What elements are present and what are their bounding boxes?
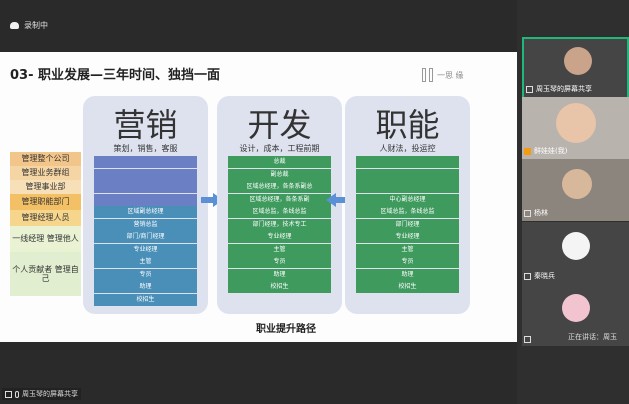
brand-logo: 一思 缘 [422,68,464,82]
career-level-row: 校招生 [228,281,331,293]
career-level-row: 校招生 [94,293,197,306]
column-subtitle: 策划，销售，客服 [113,144,178,153]
screen-icon [5,390,12,398]
top-bar: 录制中 [0,0,517,52]
participant-tile[interactable]: 秦晓兵 [522,222,629,284]
career-level-row: 区域总监，条线总监 [228,206,331,218]
career-level-row [356,156,459,168]
career-level-row: 专员 [228,256,331,268]
mic-icon [15,390,19,398]
career-level-row: 区域总经理，各条系副 [228,193,331,206]
career-level-row: 校招生 [356,281,459,293]
participant-name: 杨林 [524,208,548,218]
avatar [564,47,592,75]
career-level-row: 部门/商门经理 [94,231,197,243]
career-level-row [94,156,197,168]
career-level-row: 助理 [94,281,197,293]
cloud-icon [10,22,19,29]
career-level-row: 专员 [356,256,459,268]
legend-item: 个人贡献者 管理自己 [10,252,81,296]
column-heading: 职能 [375,106,440,144]
shared-slide: 03- 职业发展—三年时间、独挡一面 一思 缘 管理整个公司 管理业务群组 管理… [0,52,517,342]
column-functions: 职能 人财法，投运控 中心副总经理区域总监，条线总监部门经理专业经理主管专员助理… [345,96,470,314]
participant-name [524,336,534,343]
career-level-row: 专业经理 [356,231,459,243]
mic-off-icon [524,336,531,343]
participant-tile[interactable]: 杨林 [522,159,629,221]
avatar [562,232,590,260]
career-level-row [94,193,197,206]
path-label: 职业提升路径 [256,324,316,335]
column-rows: 区域副总经理营销总监部门/商门经理专业经理主管专员助理校招生 [94,156,197,306]
slide-title: 03- 职业发展—三年时间、独挡一面 [10,68,221,83]
screen-icon [526,85,533,93]
participants-panel: 周玉琴的屏幕共享 鲜娃娃(我) 杨林 秦晓兵 [517,0,629,404]
logo-text: 一思 缘 [437,70,464,80]
career-level-row [94,181,197,193]
legend-item: 管理经理人员 [10,210,81,226]
career-level-row: 专业经理 [94,243,197,256]
level-legend: 管理整个公司 管理业务群组 管理事业部 管理职能部门 管理经理人员 一线经理 管… [10,152,81,296]
legend-item: 管理事业部 [10,180,81,194]
career-level-row: 部门经理，技术专工 [228,218,331,231]
legend-item: 管理职能部门 [10,194,81,210]
participant-tile[interactable]: 周玉琴的屏幕共享 [522,37,629,99]
recording-label: 录制中 [24,21,48,30]
screen-share-tag[interactable]: 周玉琴的屏幕共享 [2,388,81,400]
user-icon [524,147,531,155]
column-marketing: 营销 策划，销售，客服 区域副总经理营销总监部门/商门经理专业经理主管专员助理校… [83,96,208,314]
career-level-row [94,168,197,181]
mic-off-icon [524,272,531,280]
career-level-row: 专业经理 [228,231,331,243]
share-tag-label: 周玉琴的屏幕共享 [22,390,78,398]
avatar [562,294,590,322]
column-heading: 营销 [113,106,178,144]
column-subtitle: 人财法，投运控 [379,144,436,153]
mic-off-icon [524,209,531,217]
participant-name: 鲜娃娃(我) [524,146,567,156]
bottom-bar [0,342,517,404]
career-level-row: 主管 [94,256,197,268]
career-level-row: 专员 [94,268,197,281]
logo-mark-icon [422,68,433,82]
legend-item: 管理业务群组 [10,166,81,180]
participant-name: 周玉琴的屏幕共享 [526,84,592,94]
column-rows: 中心副总经理区域总监，条线总监部门经理专业经理主管专员助理校招生 [356,156,459,294]
column-subtitle: 设计，成本，工程前期 [239,144,320,153]
career-level-row: 主管 [228,243,331,256]
career-level-row: 中心副总经理 [356,193,459,206]
column-rows: 总裁副总裁区域总经理，各条系副总区域总经理，各条系副区域总监，条线总监部门经理，… [228,156,331,294]
column-heading: 开发 [247,106,312,144]
career-level-row: 总裁 [228,156,331,168]
career-level-row: 部门经理 [356,218,459,231]
participant-tile[interactable]: 鲜娃娃(我) [522,97,629,159]
legend-item: 一线经理 管理他人 [10,226,81,252]
legend-item: 管理整个公司 [10,152,81,166]
career-level-row: 区域总监，条线总监 [356,206,459,218]
column-development: 开发 设计，成本，工程前期 总裁副总裁区域总经理，各条系副总区域总经理，各条系副… [217,96,342,314]
career-level-row: 营销总监 [94,218,197,231]
avatar [562,169,592,199]
speaking-indicator: 正在讲话：周玉 [568,333,617,341]
career-level-row: 主管 [356,243,459,256]
career-level-row: 助理 [228,268,331,281]
participant-tile[interactable] [522,284,629,346]
career-level-row [356,181,459,193]
participant-name: 秦晓兵 [524,271,555,281]
career-level-row: 副总裁 [228,168,331,181]
arrow-left-icon [326,193,348,207]
recording-indicator[interactable]: 录制中 [10,20,48,31]
avatar [556,103,596,143]
career-level-row: 区域副总经理 [94,206,197,218]
career-level-row [356,168,459,181]
career-level-row: 区域总经理，各条系副总 [228,181,331,193]
career-level-row: 助理 [356,268,459,281]
